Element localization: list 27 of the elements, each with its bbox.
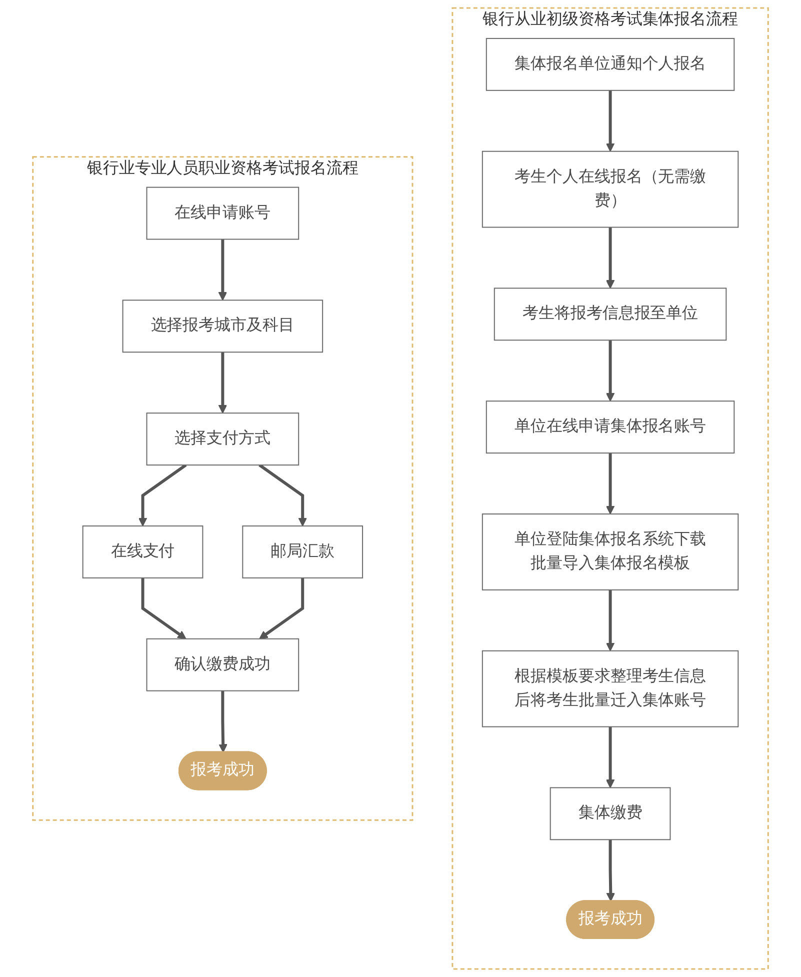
node-box: 选择支付方式 [146,412,300,466]
node-box: 邮局汇款 [242,525,364,578]
node-box: 选择报考城市及科目 [122,300,324,353]
arrow [259,578,304,640]
arrow [606,840,616,902]
arrow [606,90,615,152]
node-box: 确认缴费成功 [146,638,300,692]
arrow [606,726,615,788]
arrow [218,352,228,414]
arrow [606,453,615,514]
node-box: 单位在线申请集体报名账号 [486,400,735,454]
arrow [138,464,187,526]
node-box: 考生将报考信息报至单位 [494,288,727,341]
node-box: 集体报名单位通知个人报名 [486,38,735,91]
node-box: 在线申请账号 [146,186,300,240]
node-box: 考生个人在线报名（无需缴费） [482,150,739,228]
node-box: 集体缴费 [550,787,671,840]
arrow [218,239,228,301]
node-box: 根据模板要求整理考生信息后将考生批量迁入集体账号 [482,650,739,728]
node-box: 在线支付 [82,525,204,578]
arrow [606,340,615,402]
arrow [258,464,307,526]
arrow [606,227,615,289]
arrow [606,590,615,652]
arrow [141,578,186,640]
node-box: 单位登陆集体报名系统下载批量导入集体报名模板 [482,513,739,590]
arrow [218,690,228,753]
